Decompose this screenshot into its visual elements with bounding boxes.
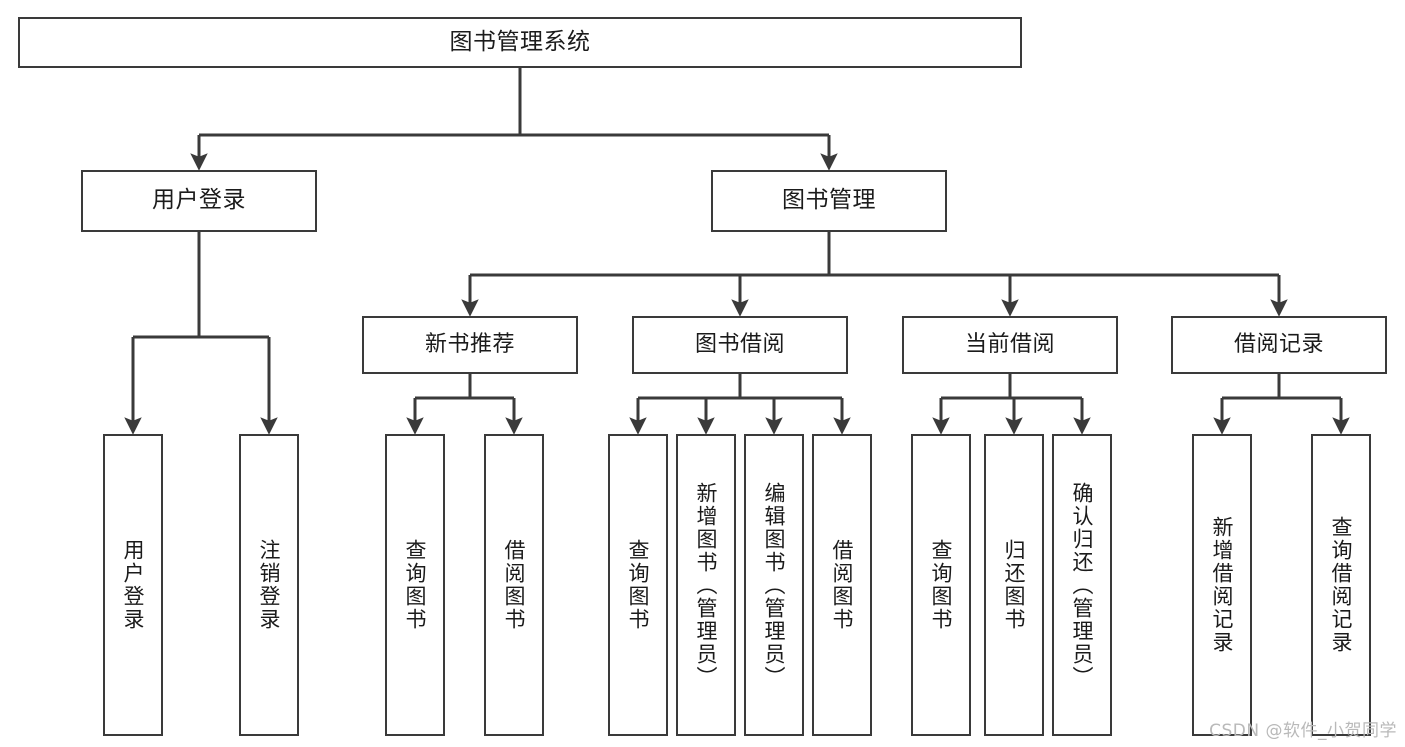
leaf-add-borrow-record-label: 新增借阅记录 — [1210, 516, 1235, 654]
leaf-add-book-admin[interactable]: 新增图书（管理员） — [676, 434, 736, 736]
node-current-borrow[interactable]: 当前借阅 — [902, 316, 1118, 374]
leaf-query-borrow-record-label: 查询借阅记录 — [1329, 516, 1354, 654]
node-user-login-label: 用户登录 — [152, 187, 246, 214]
node-book-borrow[interactable]: 图书借阅 — [632, 316, 848, 374]
node-new-book-recommend-label: 新书推荐 — [424, 331, 515, 357]
leaf-query-book-current[interactable]: 查询图书 — [911, 434, 971, 736]
leaf-borrow-book[interactable]: 借阅图书 — [812, 434, 872, 736]
leaf-confirm-return-admin-label: 确认归还（管理员） — [1070, 481, 1095, 689]
leaf-borrow-book-label: 借阅图书 — [830, 539, 855, 631]
node-borrow-record-label: 借阅记录 — [1233, 331, 1324, 357]
node-borrow-record[interactable]: 借阅记录 — [1171, 316, 1387, 374]
leaf-edit-book-admin[interactable]: 编辑图书（管理员） — [744, 434, 804, 736]
leaf-query-borrow-record[interactable]: 查询借阅记录 — [1311, 434, 1371, 736]
leaf-logout-login[interactable]: 注销登录 — [239, 434, 299, 736]
node-new-book-recommend[interactable]: 新书推荐 — [362, 316, 578, 374]
leaf-add-borrow-record[interactable]: 新增借阅记录 — [1192, 434, 1252, 736]
leaf-add-book-admin-label: 新增图书（管理员） — [694, 481, 719, 689]
node-book-management-label: 图书管理 — [782, 187, 876, 214]
node-book-management[interactable]: 图书管理 — [711, 170, 947, 232]
leaf-confirm-return-admin[interactable]: 确认归还（管理员） — [1052, 434, 1112, 736]
leaf-query-book-recommend-label: 查询图书 — [403, 539, 428, 631]
leaf-borrow-book-recommend-label: 借阅图书 — [502, 539, 527, 631]
node-book-borrow-label: 图书借阅 — [694, 331, 785, 357]
csdn-watermark: CSDN @软件_小贺同学 — [1209, 721, 1397, 741]
root-node-label: 图书管理系统 — [449, 28, 591, 55]
node-user-login[interactable]: 用户登录 — [81, 170, 317, 232]
leaf-query-book-current-label: 查询图书 — [929, 539, 954, 631]
leaf-query-book-borrow-label: 查询图书 — [626, 539, 651, 631]
node-current-borrow-label: 当前借阅 — [964, 331, 1055, 357]
leaf-logout-login-label: 注销登录 — [257, 539, 282, 631]
leaf-user-login-label: 用户登录 — [121, 539, 146, 631]
leaf-query-book-borrow[interactable]: 查询图书 — [608, 434, 668, 736]
leaf-edit-book-admin-label: 编辑图书（管理员） — [762, 481, 787, 689]
root-node[interactable]: 图书管理系统 — [18, 17, 1022, 68]
leaf-return-book-label: 归还图书 — [1002, 539, 1027, 631]
leaf-user-login[interactable]: 用户登录 — [103, 434, 163, 736]
leaf-query-book-recommend[interactable]: 查询图书 — [385, 434, 445, 736]
leaf-borrow-book-recommend[interactable]: 借阅图书 — [484, 434, 544, 736]
leaf-return-book[interactable]: 归还图书 — [984, 434, 1044, 736]
